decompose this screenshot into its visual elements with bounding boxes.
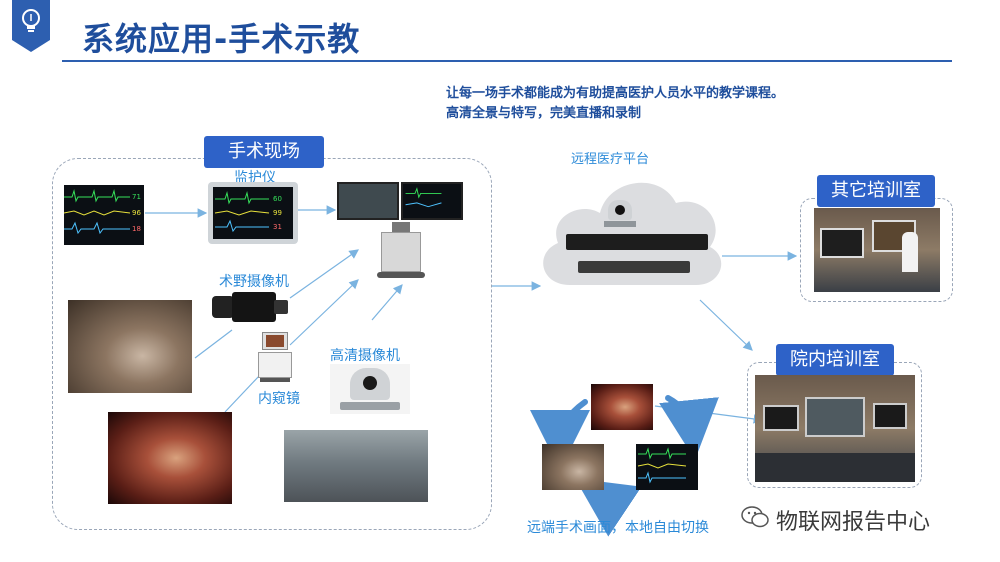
svg-text:18: 18 [132, 225, 141, 233]
endoscope-label: 内窥镜 [258, 388, 300, 408]
other-training-room-label: 其它培训室 [817, 175, 935, 207]
surgery-site-label: 手术现场 [204, 136, 324, 168]
patient-monitor-screen: 71 96 18 [64, 185, 144, 245]
switch-view-surgery [542, 444, 604, 490]
endoscope-image [108, 412, 232, 504]
svg-text:99: 99 [273, 209, 282, 217]
field-camera-device [212, 290, 290, 324]
hd-ptz-camera [330, 364, 410, 414]
patient-monitor-device: 60 99 31 [208, 182, 298, 244]
switch-view-monitor [636, 444, 698, 490]
switching-caption: 远端手术画面，本地自由切换 [527, 517, 709, 537]
cloud-shape [530, 165, 730, 295]
surgery-close-up-photo [68, 300, 192, 393]
svg-text:71: 71 [132, 193, 141, 201]
svg-text:31: 31 [273, 223, 282, 231]
platform-codec-unit [578, 261, 690, 273]
watermark-text: 物联网报告中心 [776, 504, 930, 536]
operating-room-photo [284, 430, 428, 502]
inhouse-training-room-photo [755, 375, 915, 482]
hd-camera-label: 高清摄像机 [330, 345, 400, 365]
other-training-room-photo [814, 208, 940, 292]
switch-view-endoscope [591, 384, 653, 430]
dual-display-cart [337, 178, 465, 280]
svg-text:60: 60 [273, 195, 282, 203]
platform-ptz-camera [604, 200, 636, 228]
endoscope-device [258, 332, 298, 384]
platform-server-unit [566, 234, 708, 250]
wechat-icon [740, 504, 770, 530]
inhouse-training-room-label: 院内培训室 [776, 344, 894, 376]
field-camera-label: 术野摄像机 [219, 271, 289, 291]
svg-text:96: 96 [132, 209, 141, 217]
